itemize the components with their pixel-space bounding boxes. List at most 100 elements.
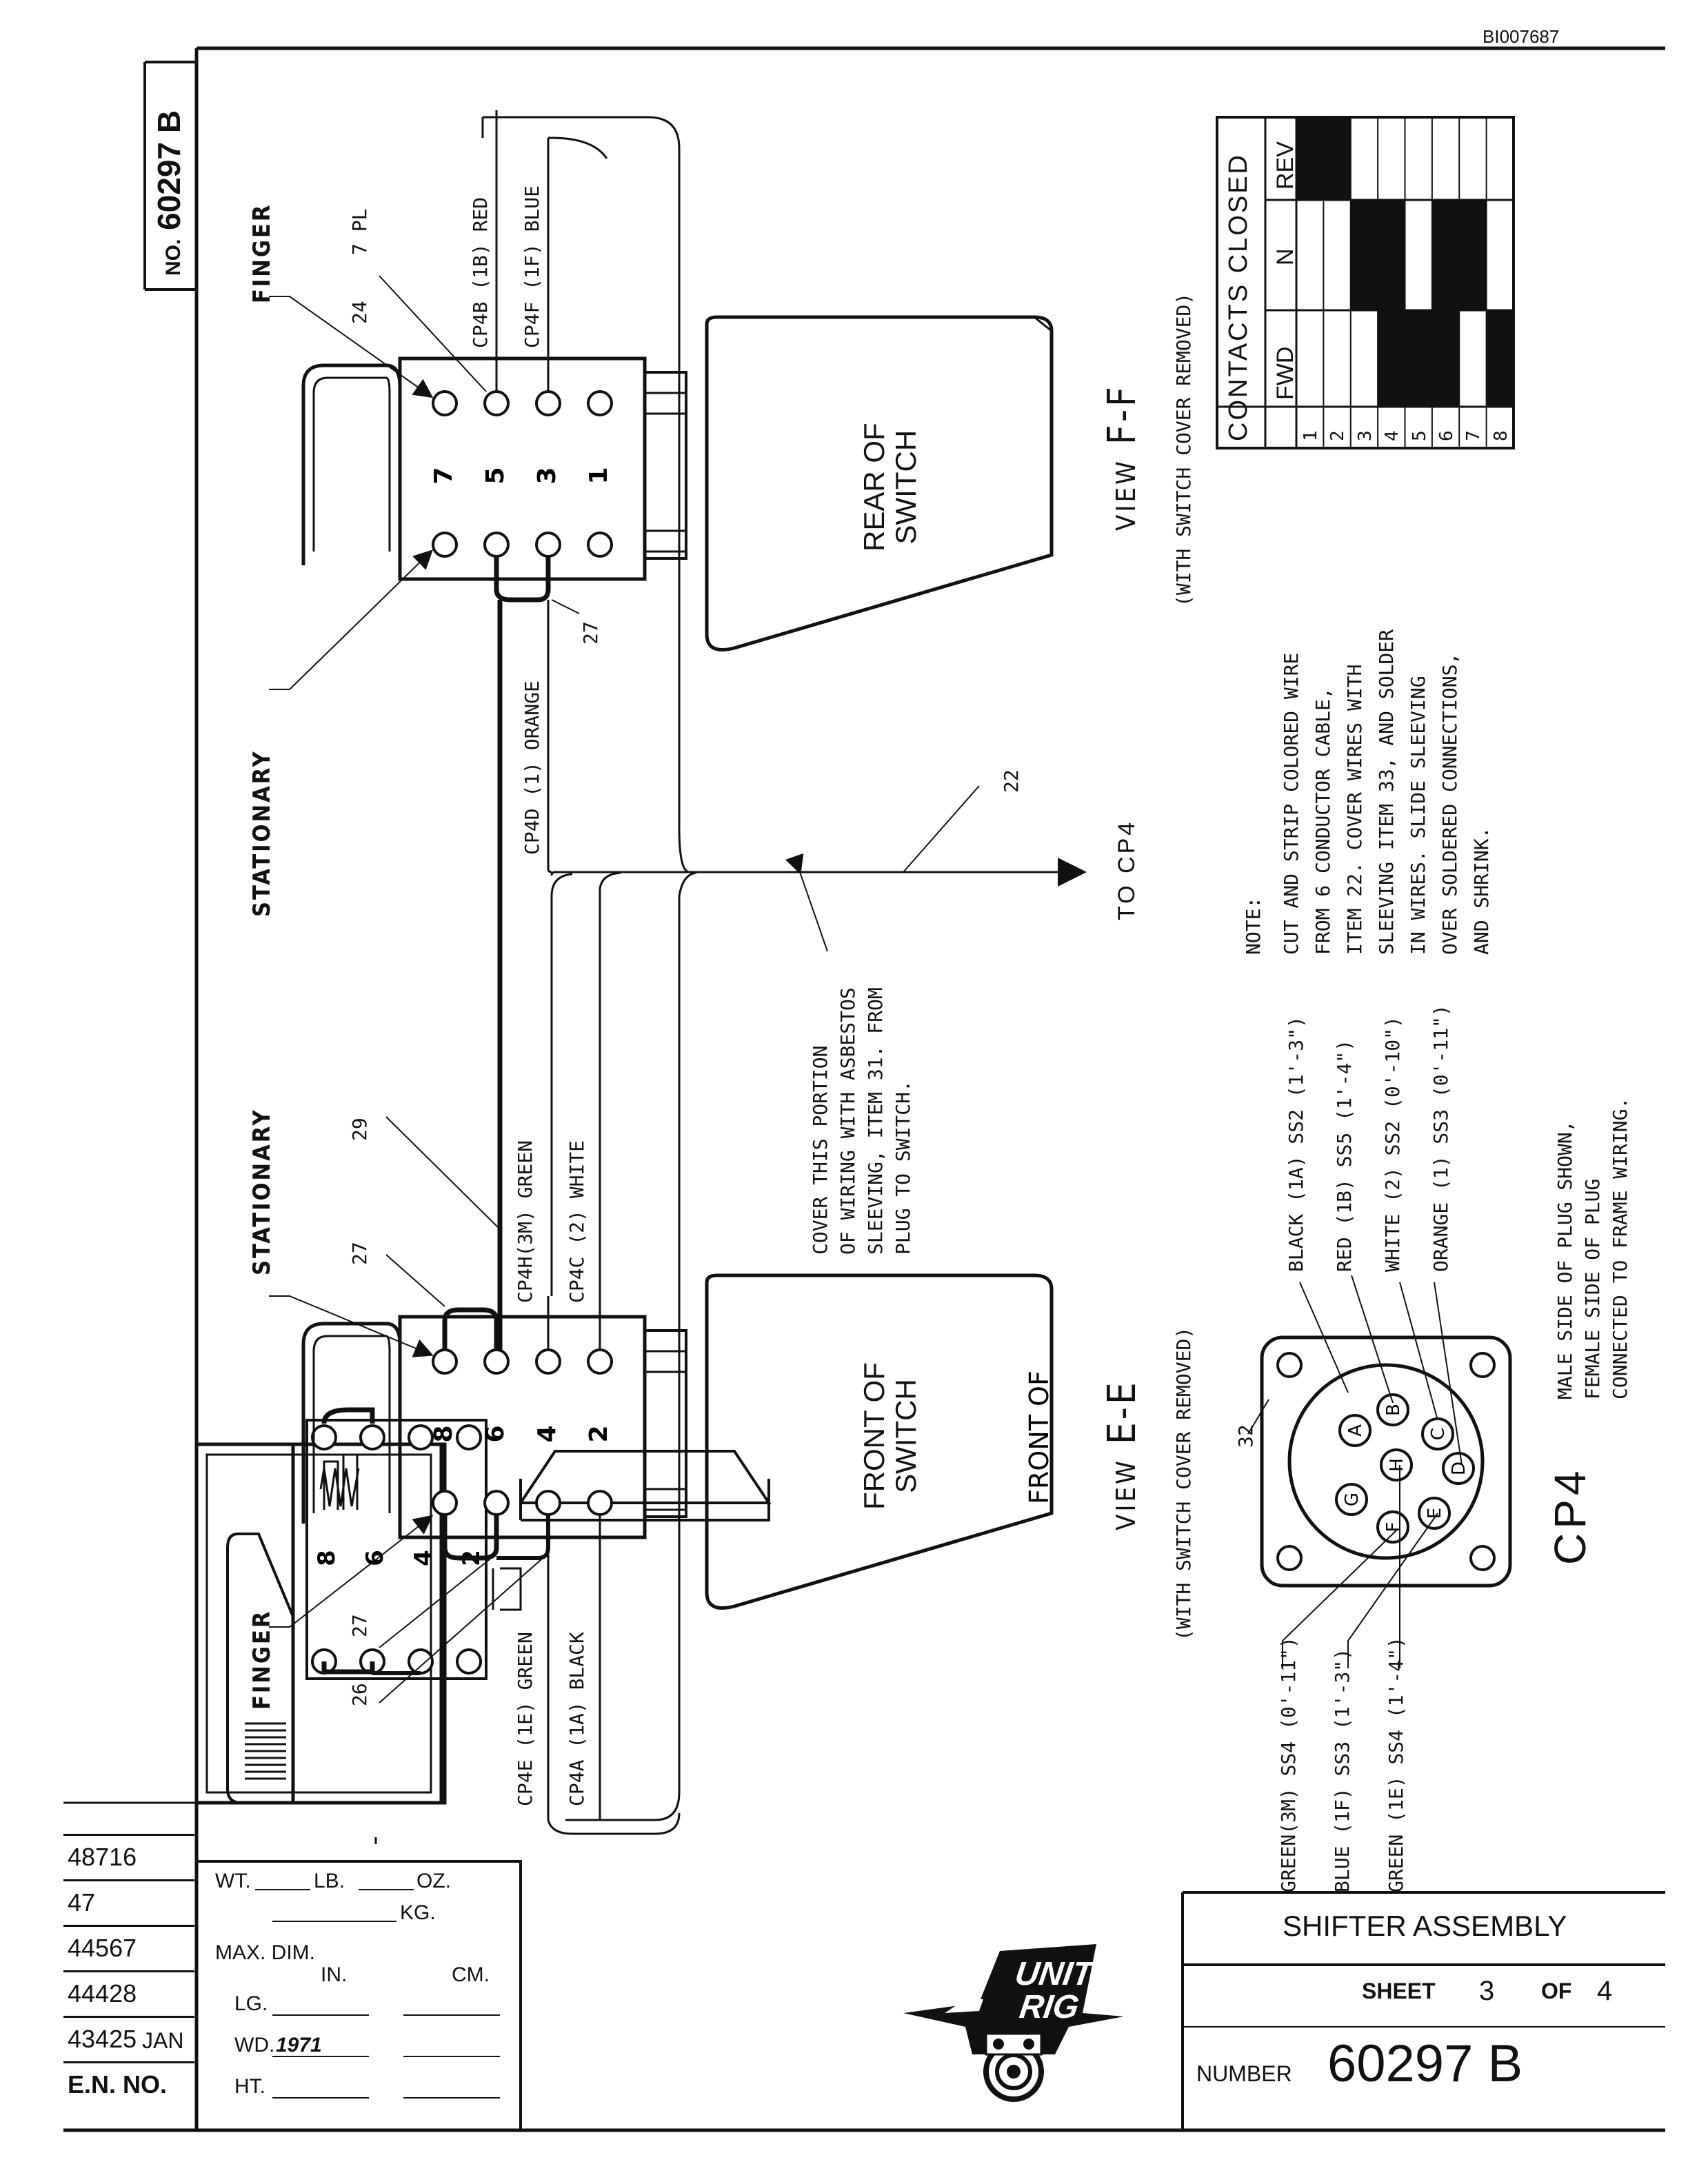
contacts-closed-cell (1350, 200, 1378, 310)
wd-label: WD. (234, 2034, 275, 2056)
cp4-wire-label: GREEN (1E) SS4 (1'-4") (1385, 1637, 1407, 1892)
view-ee-terminal-number: 2 (585, 1425, 613, 1442)
harness-lower-outer (565, 896, 681, 1821)
view-ee-switch-label-1: FRONT OF (858, 1362, 890, 1510)
contacts-closed-cell (1323, 117, 1351, 200)
view-ff-wire-cp4b: CP4B (1B) RED (469, 196, 492, 348)
note-line: SLEEVING ITEM 33, AND SOLDER (1375, 629, 1398, 955)
cp4-pin-label: A (1345, 1424, 1366, 1437)
view-ff-switch (301, 315, 1054, 651)
view-ff-cable-outer (483, 116, 681, 827)
cover-note-line: COVER THIS PORTION (809, 1045, 832, 1255)
contacts-closed-cell (1296, 117, 1324, 200)
view-ff-title-letters: F-F (1100, 383, 1145, 445)
cp4-pin-label: F (1383, 1522, 1404, 1533)
view-ff-item-7pl: 7 PL (348, 208, 371, 255)
wd-in-blank (272, 2056, 369, 2057)
harness-branch (550, 889, 601, 1296)
cp4-plug-note: MALE SIDE OF PLUG SHOWN, FEMALE SIDE OF … (1551, 1098, 1634, 1399)
contacts-closed-cell (1378, 200, 1405, 310)
view-ee-wire-cp4a: CP4A (1A) BLACK (565, 1632, 588, 1806)
note-line: AND SHRINK. (1470, 827, 1493, 955)
cp4-pin-label: G (1342, 1493, 1363, 1506)
view-ee-terminal-number: 8 (313, 1550, 341, 1566)
number-label: NUMBER (1196, 2061, 1292, 2086)
cp4-wire-label: GREEN(3M) SS4 (0'-11") (1277, 1637, 1300, 1892)
harness-trunk (550, 871, 1055, 876)
wt-label: WT. (215, 1870, 251, 1892)
cp4-pin-leader (1347, 1513, 1438, 1668)
view-ff-item-27-leader (551, 599, 580, 614)
contacts-row-number: 5 (1409, 430, 1430, 441)
cover-note-line: SLEEVING, ITEM 31. FROM (864, 987, 887, 1255)
contacts-col-rev: REV (1272, 141, 1298, 190)
view-ff-jumper (494, 557, 551, 603)
lg-cm-blank (403, 2014, 500, 2016)
cp4-wire-label: BLUE (1F) SS3 (1'-3") (1331, 1648, 1354, 1892)
cover-note: COVER THIS PORTION OF WIRING WITH ASBEST… (807, 987, 917, 1255)
plug-note-line: FEMALE SIDE OF PLUG (1581, 1178, 1604, 1399)
view-ee-jumper-26 (321, 1661, 375, 1675)
in-label: IN. (321, 1963, 348, 1986)
sheet-total: 4 (1597, 1976, 1613, 2006)
cp4-title: CP4 (1545, 1466, 1595, 1566)
view-ee-finger-label: FINGER (248, 1609, 276, 1710)
view-ee-switch-label-2: SWITCH (890, 1379, 922, 1493)
ht-cm-blank (403, 2097, 500, 2099)
kg-label: KG. (400, 1901, 436, 1924)
view-ff-switch-label-1: REAR OF (858, 423, 890, 552)
of-label: OF (1541, 1979, 1572, 2003)
view-ee-terminal-number: 6 (361, 1550, 389, 1566)
item-22: 22 (1000, 769, 1023, 793)
note-label: NOTE: (1242, 896, 1265, 955)
company-logo: UNIT RIG (896, 1930, 1131, 2103)
revision-entry: 44428 (63, 1970, 194, 2016)
cp4-pin (1418, 1497, 1451, 1530)
cp4-wire-label: ORANGE (1) SS3 (0'-11") (1429, 1004, 1452, 1272)
contacts-row-number: 2 (1327, 430, 1349, 441)
view-ee-title-letters: E-E (1100, 1379, 1145, 1445)
item-22-leader (903, 785, 980, 873)
cp4-pin-leader (1299, 1282, 1349, 1393)
revision-entry: 43425 (63, 2016, 194, 2061)
view-ee-stationary-leader (269, 1295, 434, 1357)
contacts-closed-cell (1405, 310, 1432, 407)
contacts-closed-cell (1459, 200, 1487, 310)
view-ee-finger-spring (245, 1722, 286, 1780)
view-ee-item-27-bottom: 27 (348, 1614, 371, 1637)
contacts-grid (1296, 117, 1514, 448)
view-ee-item-27b-leader (379, 1559, 490, 1648)
view-ff-title: VIEW F-F (1100, 384, 1145, 531)
contacts-col-fwd: FWD (1272, 346, 1298, 400)
wd-value: 1971 (276, 2034, 322, 2056)
view-ee-terminal-number: 4 (410, 1550, 437, 1566)
cp4-pin (1442, 1452, 1475, 1485)
contacts-table-title: CONTACTS CLOSED (1224, 152, 1253, 441)
note-line: FROM 6 CONDUCTOR CABLE, (1312, 687, 1334, 955)
view-ee-item-26-leader (379, 1559, 542, 1703)
contacts-closed-cell (1431, 200, 1460, 310)
cp4-pin-label: C (1428, 1428, 1449, 1440)
view-ee-item-27-leader (385, 1254, 445, 1307)
cp4-pin-label: D (1449, 1462, 1469, 1475)
contacts-row-number: 7 (1463, 430, 1485, 441)
logo-graphic (903, 1944, 1124, 2102)
note-line: IN WIRES. SLIDE SLEEVING (1407, 676, 1429, 955)
view-ee-switch-label: FRONT OF SWITCH (858, 1362, 922, 1510)
cp4-wires-lower: GREEN(3M) SS4 (0'-11") BLUE (1F) SS3 (1'… (1262, 1637, 1423, 1892)
kg-blank (272, 1921, 396, 1922)
view-ee-item-26: 26 (348, 1683, 371, 1706)
view-ee-stationary-label: STATIONARY (248, 1108, 276, 1275)
view-ee-jumper-top (442, 1307, 499, 1350)
view-ff-wire-cp4d: CP4D (1) ORANGE (521, 680, 543, 855)
view-ff-terminal-number: 3 (533, 467, 561, 484)
cover-note-leader (785, 853, 828, 952)
view-ff-stationary-leader (269, 549, 433, 690)
view-ee-jumper-top (321, 1407, 375, 1424)
contacts-row-number: 1 (1300, 430, 1321, 441)
sheet-number: 3 (1479, 1976, 1495, 2006)
view-ee-wire-cp4h: CP4H(3M) GREEN (514, 1140, 536, 1303)
revision-date-note: JAN (142, 2028, 184, 2053)
title-number: 60297 B (1327, 2034, 1523, 2093)
